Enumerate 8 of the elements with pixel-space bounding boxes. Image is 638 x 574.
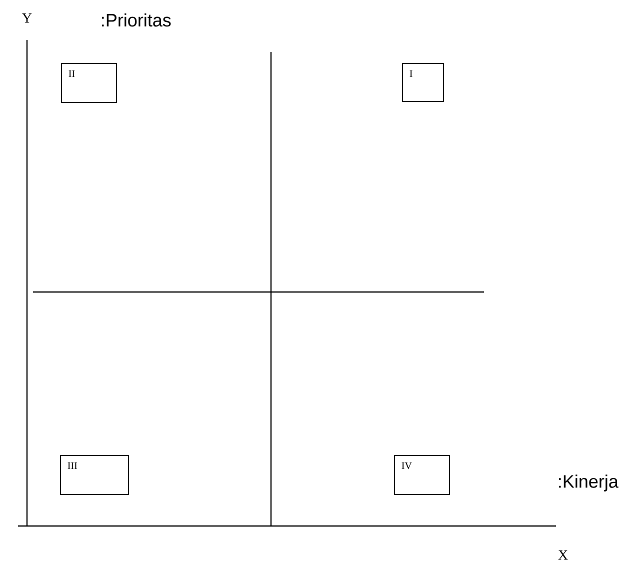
quadrant-box: III — [60, 455, 129, 495]
axis-label: Y — [22, 13, 32, 23]
axis-label: X — [558, 550, 568, 560]
quadrant-box: IV — [394, 455, 450, 495]
quadrant-box: II — [61, 63, 117, 103]
axis-label: :Prioritas — [102, 13, 171, 27]
quadrant-box: I — [402, 63, 444, 102]
axis-label: :Kinerja — [559, 474, 618, 492]
